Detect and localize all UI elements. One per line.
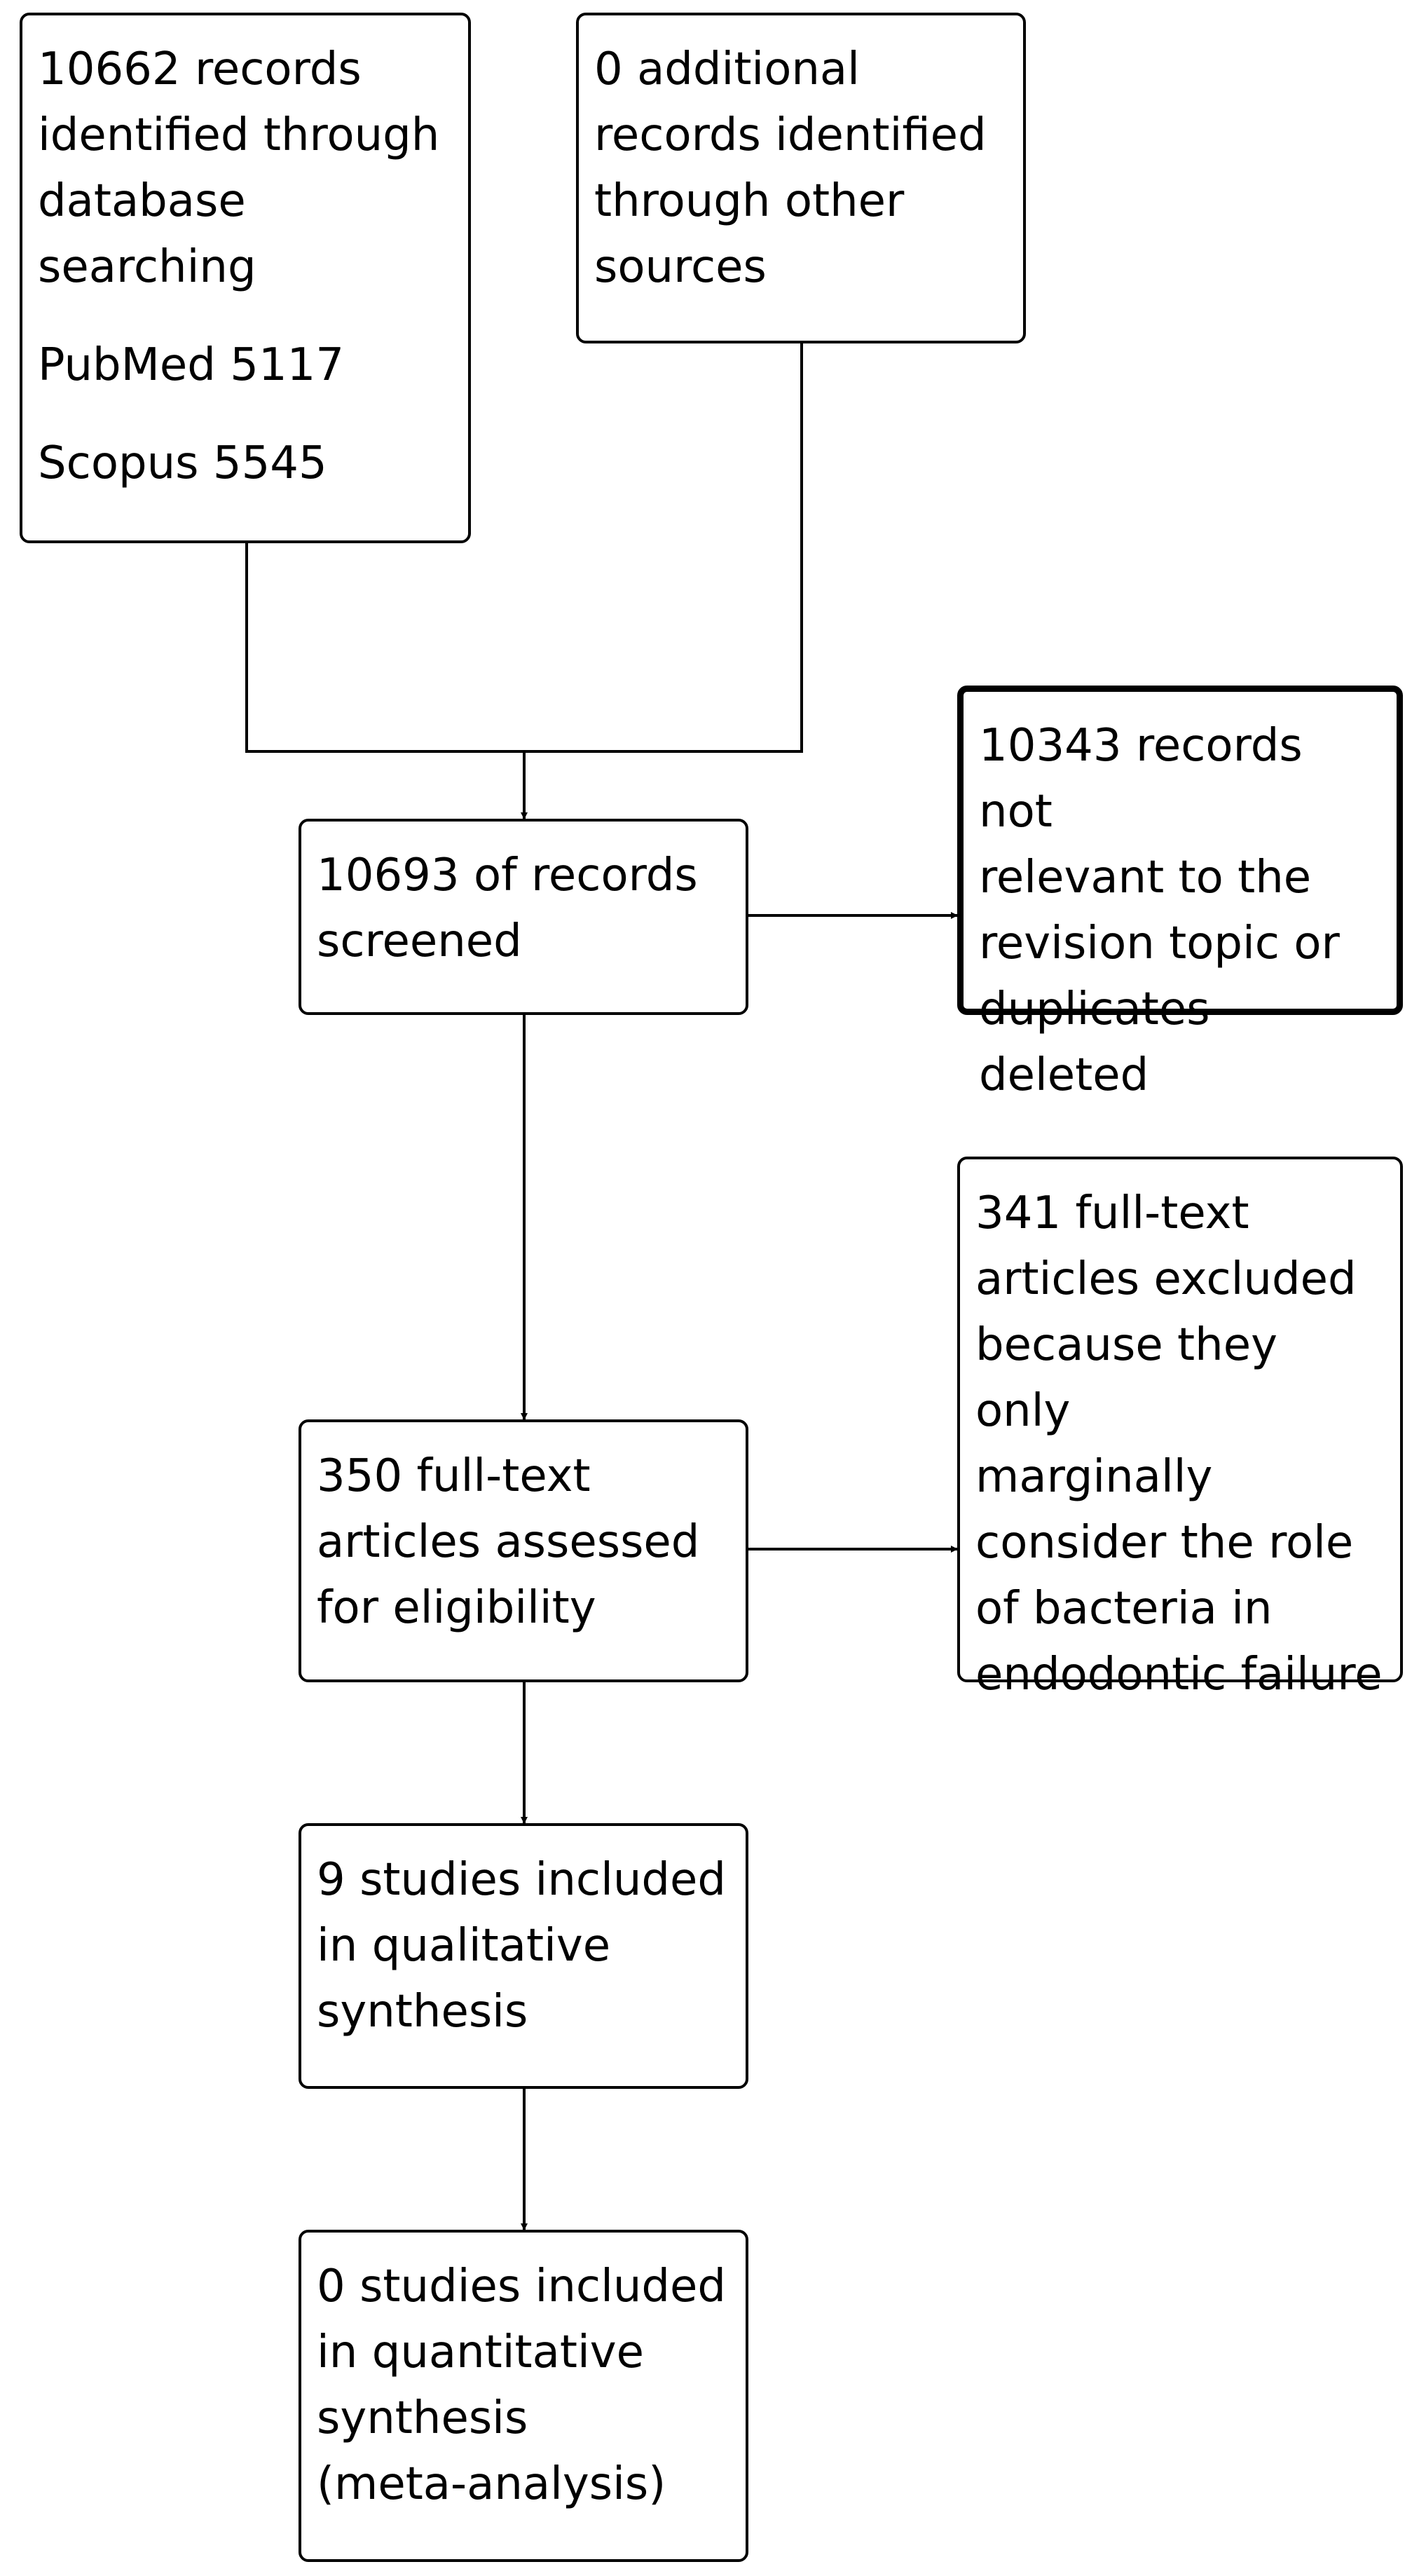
box-database-searching: 10662 records identified through databas… [20, 13, 471, 543]
box-full-text-assessed: 350 full-text articles assessed for elig… [299, 1419, 748, 1682]
connector-db-search [245, 543, 524, 753]
box-quantitative-synthesis: 0 studies included in quantitative synth… [299, 2230, 748, 2562]
full-text-assessed-text: 350 full-text articles assessed for elig… [317, 1450, 700, 1634]
records-screened-text: 10693 of records screened [317, 850, 698, 967]
database-searching-text: 10662 records identified through databas… [38, 43, 440, 293]
quantitative-synthesis-text: 0 studies included in quantitative synth… [317, 2261, 727, 2510]
full-text-excluded-text: 341 full-text articles excluded because … [975, 1187, 1383, 1701]
connector-other-sources [524, 343, 803, 753]
box-records-screened: 10693 of records screened [299, 819, 748, 1015]
box-qualitative-synthesis: 9 studies included in qualitative synthe… [299, 1823, 748, 2089]
scopus-count: Scopus 5545 [38, 437, 327, 489]
box-not-relevant: 10343 records not relevant to the revisi… [957, 686, 1403, 1101]
qualitative-synthesis-text: 9 studies included in qualitative synthe… [317, 1854, 727, 2038]
box-other-sources: 0 additional records identified through … [576, 13, 1026, 343]
not-relevant-text: 10343 records not relevant to the revisi… [979, 720, 1340, 1101]
other-sources-text: 0 additional records identified through … [594, 43, 987, 293]
box-full-text-excluded: 341 full-text articles excluded because … [957, 1157, 1403, 1701]
pubmed-count: PubMed 5117 [38, 339, 345, 391]
